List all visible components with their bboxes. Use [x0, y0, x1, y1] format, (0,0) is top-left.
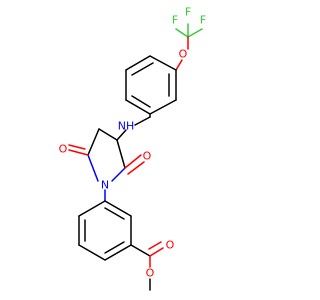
- right-carbonyl-oxygen-atom: O: [143, 150, 152, 163]
- bond-ester-c-o-carbonyl: [149, 247, 164, 257]
- bond-c2-n: [111, 167, 126, 182]
- fluorine-atom-2: F: [185, 6, 191, 19]
- bond-ester-c-o-carbonyl-double: [148, 241, 162, 250]
- bond-o-ether-ring: [175, 59, 183, 71]
- bond-c2-o-right-double: [127, 161, 145, 175]
- ring-top-double-1: [131, 62, 154, 76]
- fluorine-atom-1: F: [172, 14, 178, 27]
- bond-ch2-nh: [134, 116, 151, 126]
- left-carbonyl-oxygen-atom: O: [59, 143, 68, 156]
- bond-c5-n: [87, 154, 99, 182]
- bond-c5-o-left-double: [68, 144, 86, 150]
- bond-c3-c4: [98, 128, 118, 141]
- ring-top-double-2: [131, 95, 151, 108]
- ring-top-bond-1: [149, 55, 177, 71]
- fluorine-atom-3: F: [200, 14, 206, 27]
- ring-bottom-bond-4: [104, 244, 132, 261]
- ring-bottom-bond-3: [78, 244, 106, 261]
- ether-oxygen-atom: O: [179, 48, 188, 61]
- ring-bottom-bond-1: [78, 200, 106, 217]
- bond-nh-c3: [116, 129, 127, 141]
- ring-top-bond-5: [149, 99, 177, 115]
- ring-top-bond-4: [125, 99, 151, 115]
- bond-c-f1: [175, 28, 189, 38]
- imide-nitrogen-atom: N: [101, 179, 109, 192]
- bond-c-f2: [187, 28, 203, 38]
- molecule-canvas: F F F O NH N O O O O: [58, 5, 207, 291]
- ring-bottom-bond-6: [104, 200, 132, 217]
- ester-carbonyl-oxygen-atom: O: [166, 239, 175, 252]
- bond-c5-o-left: [68, 149, 89, 156]
- bond-c3-c2: [116, 139, 126, 169]
- ring-top-bond-2: [125, 55, 151, 71]
- molecule-structure: F F F O NH N O O O O: [59, 6, 206, 291]
- ring-bottom-double-3: [104, 207, 125, 220]
- amine-nh-atom: NH: [118, 120, 135, 133]
- bond-ring-ester-c: [130, 244, 151, 257]
- ring-bottom-double-2: [104, 241, 125, 254]
- bond-c4-c5: [87, 128, 100, 156]
- ester-single-oxygen-atom: O: [146, 267, 155, 280]
- bond-c2-o-right: [124, 154, 142, 169]
